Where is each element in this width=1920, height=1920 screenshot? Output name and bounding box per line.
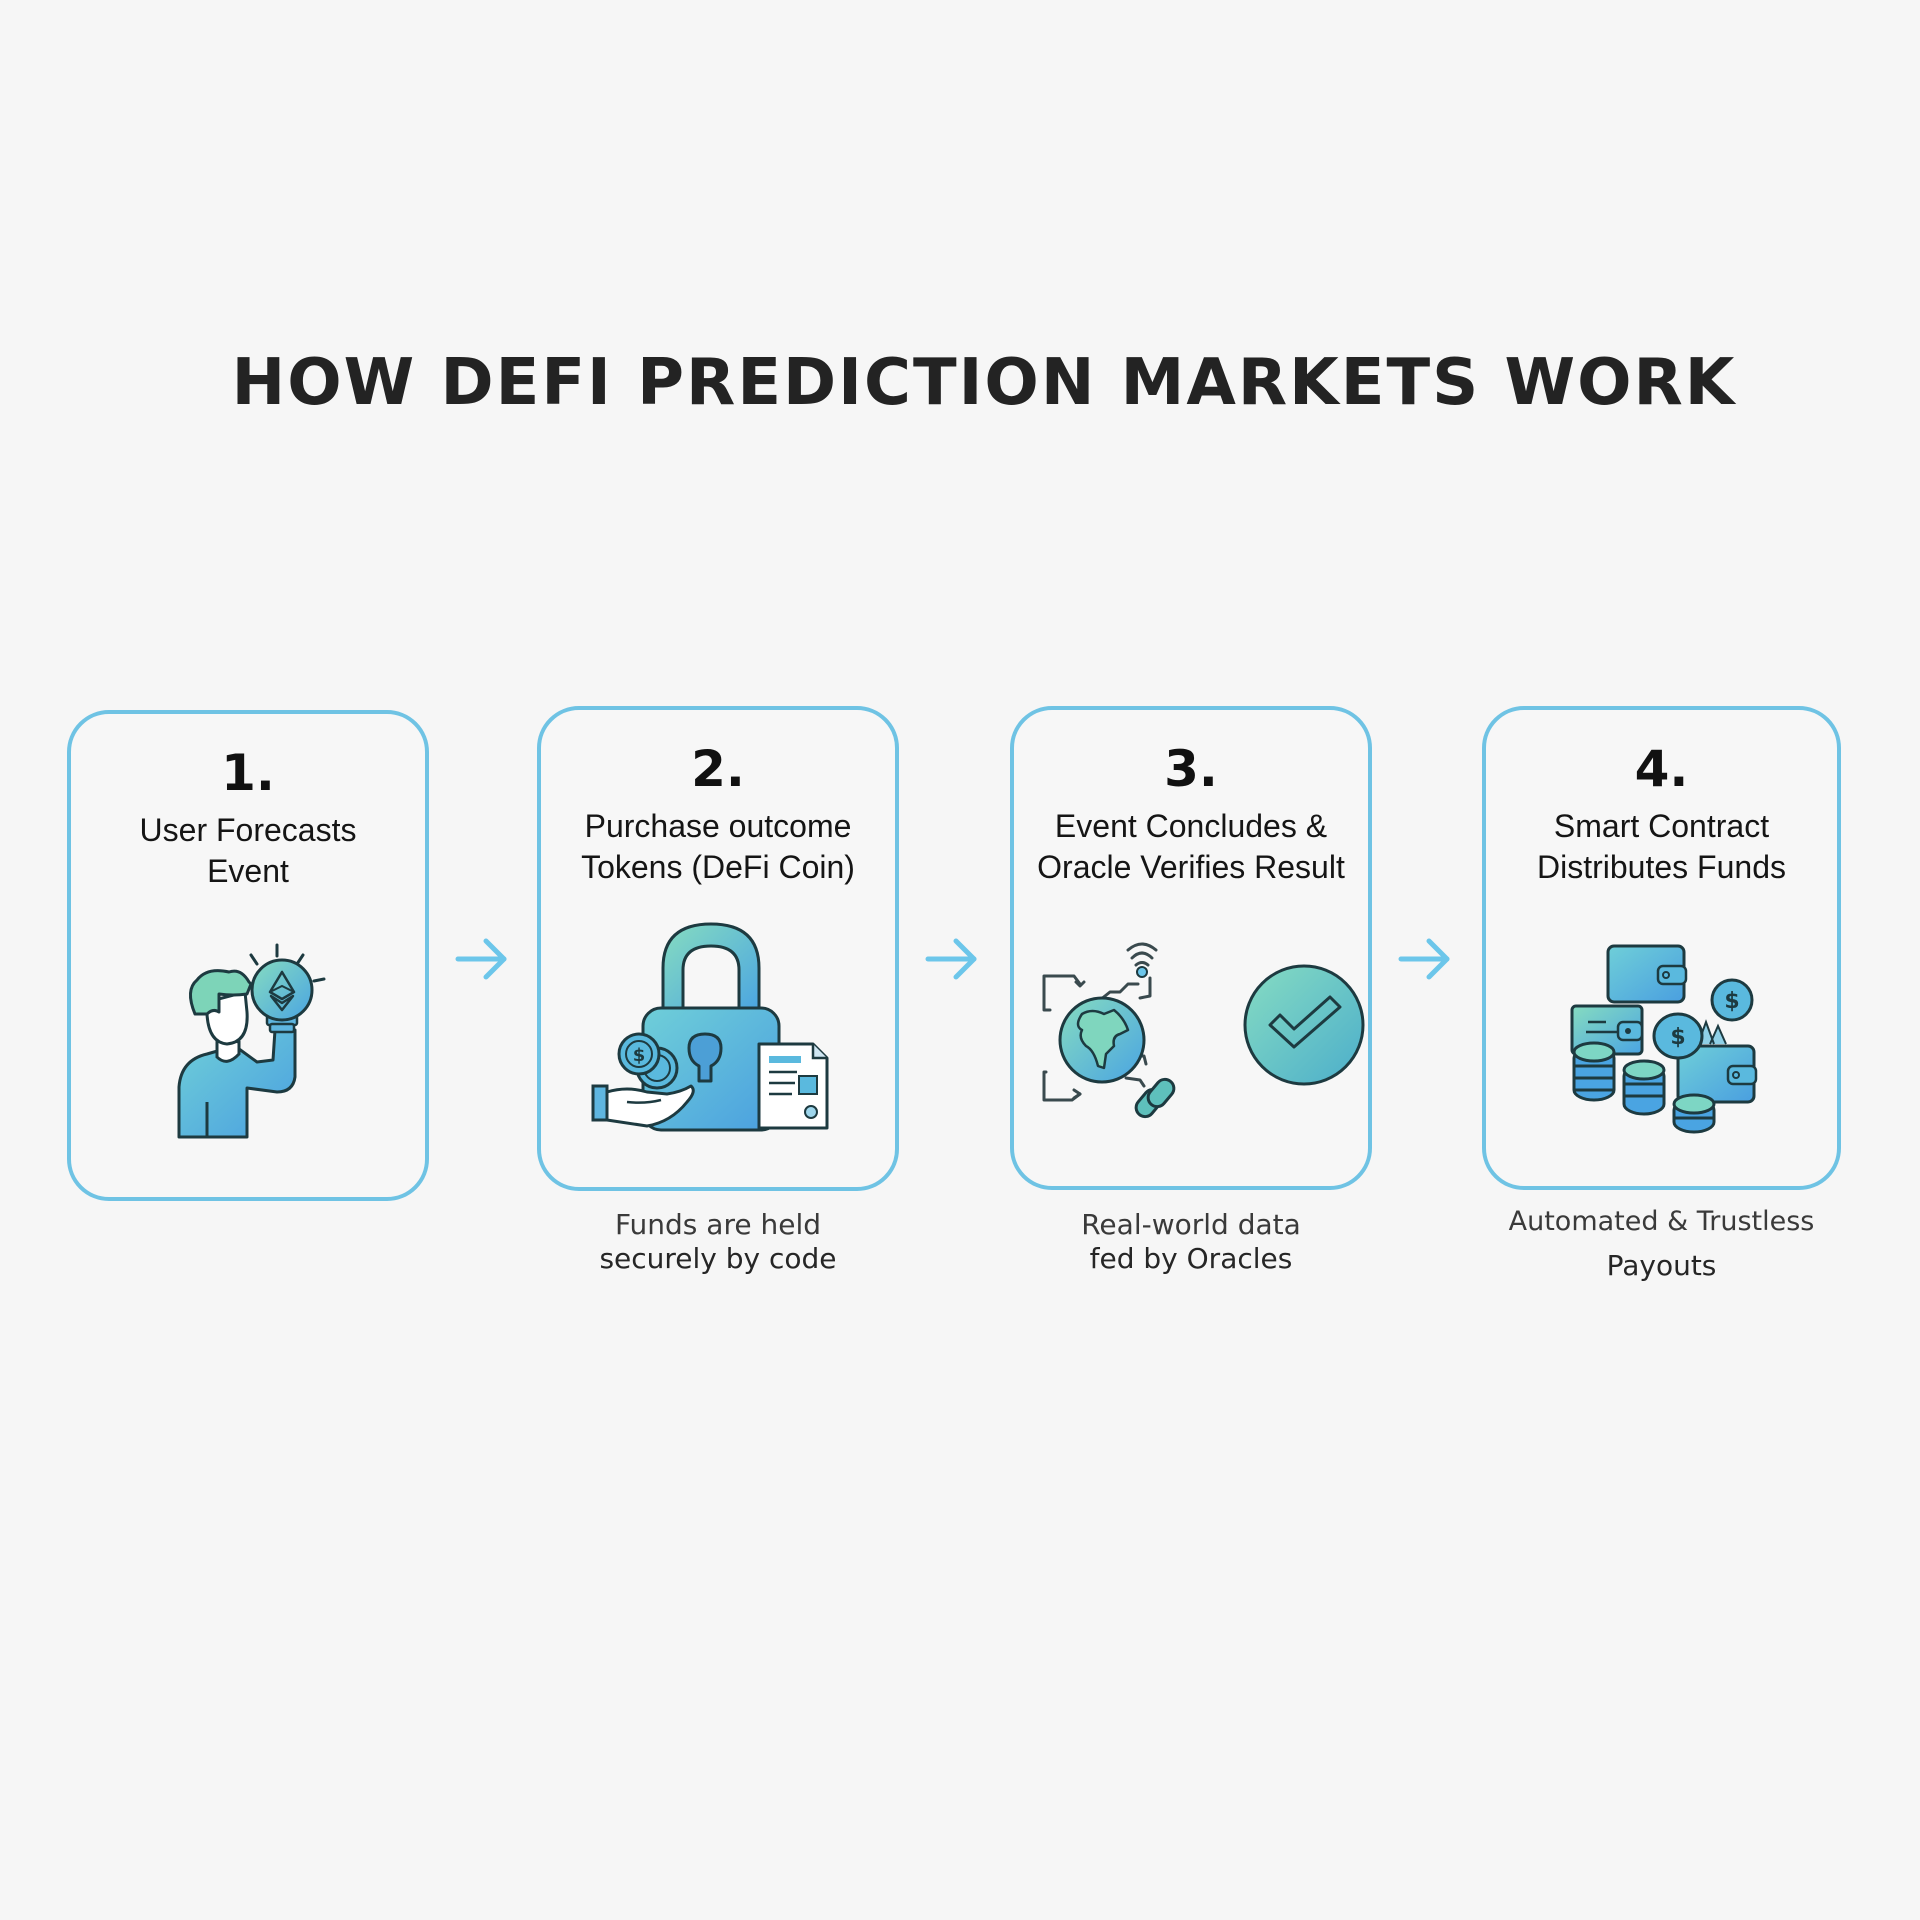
caption-line: Funds are held (614, 1208, 822, 1241)
step-number: 4. (1634, 740, 1689, 798)
svg-text:$: $ (1724, 989, 1739, 1014)
caption-line: Real-world data (1081, 1208, 1301, 1241)
svg-text:$: $ (1670, 1025, 1685, 1050)
step-number: 2. (691, 740, 745, 798)
caption-line: fed by Oracles (1089, 1242, 1293, 1275)
globe-oracle-icon (1032, 938, 1202, 1128)
arrow-right-icon (924, 937, 980, 981)
headline-line: User Forecasts (139, 812, 357, 848)
headline-line: Purchase outcome (584, 808, 852, 844)
headline-line: Event (207, 853, 289, 889)
caption-line: Payouts (1606, 1249, 1717, 1282)
step-number: 3. (1164, 740, 1218, 798)
wallets-coins-payout-icon: $ $ (1568, 940, 1768, 1140)
headline-line: Smart Contract (1553, 808, 1770, 844)
step-number: 1. (221, 744, 275, 802)
step-headline: Event Concludes & Oracle Verifies Result (1014, 806, 1368, 888)
step-card-4: 4. Smart Contract Distributes Funds $ $ (1482, 706, 1841, 1190)
headline-line: Oracle Verifies Result (1037, 849, 1345, 885)
step-caption: Automated & Trustless Payouts (1482, 1200, 1841, 1288)
headline-line: Tokens (DeFi Coin) (581, 849, 855, 885)
caption-line: Automated & Trustless (1508, 1206, 1815, 1237)
step-card-1: 1. User Forecasts Event (67, 710, 429, 1201)
person-lightbulb-ethereum-icon (167, 942, 347, 1142)
step-headline: Purchase outcome Tokens (DeFi Coin) (541, 806, 895, 888)
step-caption: Funds are held securely by code (537, 1208, 899, 1276)
step-headline: Smart Contract Distributes Funds (1486, 806, 1837, 888)
padlock-coins-contract-icon: $ (587, 916, 843, 1136)
headline-line: Event Concludes & (1054, 808, 1328, 844)
arrow-right-icon (1397, 937, 1453, 981)
step-card-3: 3. Event Concludes & Oracle Verifies Res… (1010, 706, 1372, 1190)
checkmark-circle-icon (1242, 963, 1366, 1087)
arrow-right-icon (454, 937, 510, 981)
caption-line: securely by code (599, 1242, 837, 1275)
page-title: HOW DEFI PREDICTION MARKETS WORK (231, 346, 1737, 420)
step-headline: User Forecasts Event (71, 810, 425, 892)
headline-line: Distributes Funds (1537, 849, 1786, 885)
step-card-2: 2. Purchase outcome Tokens (DeFi Coin) $ (537, 706, 899, 1191)
step-caption: Real-world data fed by Oracles (1010, 1208, 1372, 1276)
svg-text:$: $ (633, 1045, 646, 1066)
